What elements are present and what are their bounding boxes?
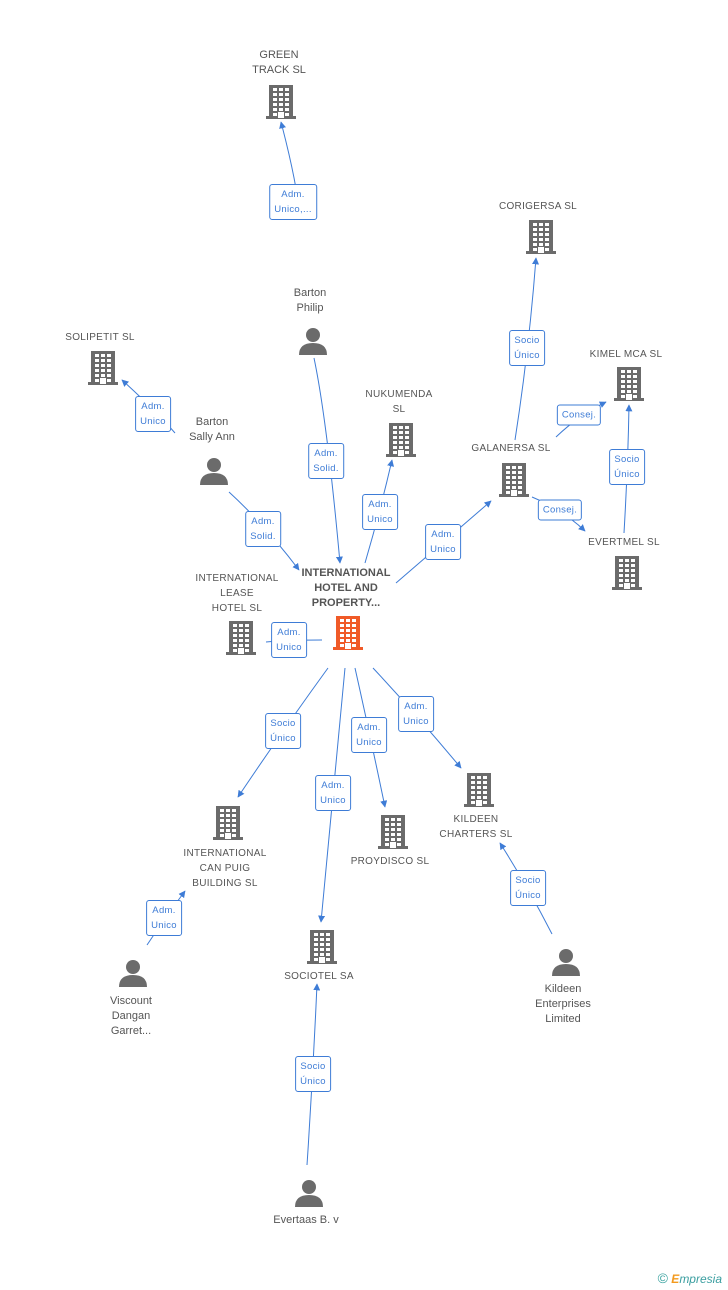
building-icon-sociotel[interactable] xyxy=(307,930,337,964)
edge-label-main-to-kildeen_charters[interactable]: Adm.Unico xyxy=(398,696,434,732)
edge-label-barton_philip-to-green_track[interactable]: Adm.Unico,... xyxy=(269,184,317,220)
edge-label-main-to-galanersa[interactable]: Adm.Unico xyxy=(425,524,461,560)
building-icon-solipetit[interactable] xyxy=(88,351,118,385)
footer-brand: © Empresia xyxy=(658,1270,722,1286)
edge-label-barton_philip-to-main[interactable]: Adm.Solid. xyxy=(308,443,344,479)
node-label-proydisco[interactable]: PROYDISCO SL xyxy=(350,856,430,867)
edge-label-main-to-proydisco[interactable]: Adm.Unico xyxy=(351,717,387,753)
building-icon-main[interactable] xyxy=(333,616,363,650)
node-label-galanersa[interactable]: GALANERSA SL xyxy=(471,443,551,454)
edge-label-galanersa-to-kimel[interactable]: Consej. xyxy=(556,404,602,426)
edge-label-main-to-intl_lease[interactable]: Adm.Unico xyxy=(271,622,307,658)
edge-label-barton_sally-to-main[interactable]: Adm.Solid. xyxy=(245,511,281,547)
node-label-solipetit[interactable]: SOLIPETIT SL xyxy=(65,332,135,343)
building-icon-proydisco[interactable] xyxy=(378,815,408,849)
node-label-corigersa[interactable]: CORIGERSA SL xyxy=(498,201,578,212)
building-icon-intl-lease[interactable] xyxy=(226,621,256,655)
copyright-symbol: © xyxy=(657,1270,668,1286)
person-icon-evertaas[interactable] xyxy=(295,1179,323,1207)
node-label-sociotel[interactable]: SOCIOTEL SA xyxy=(284,971,354,982)
building-icon-kimel[interactable] xyxy=(614,367,644,401)
person-icon-kildeen-ent[interactable] xyxy=(552,948,580,976)
building-icon-kildeen-charters[interactable] xyxy=(464,773,494,807)
building-icon-corigersa[interactable] xyxy=(526,220,556,254)
node-label-evertaas[interactable]: Evertaas B. v xyxy=(273,1214,339,1226)
building-icon-evertmel[interactable] xyxy=(612,556,642,590)
node-label-kimel[interactable]: KIMEL MCA SL xyxy=(589,349,663,360)
building-icon-green-track[interactable] xyxy=(266,85,296,119)
building-icon-galanersa[interactable] xyxy=(499,463,529,497)
person-icon-viscount[interactable] xyxy=(119,959,147,987)
edge-label-galanersa-to-evertmel[interactable]: Consej. xyxy=(537,499,583,521)
person-icon-barton-sally[interactable] xyxy=(200,457,228,485)
empresia-logo: Empresia xyxy=(671,1272,722,1286)
building-icon-nukumenda[interactable] xyxy=(386,423,416,457)
edge-label-viscount-to-intl_can_puig[interactable]: Adm.Unico xyxy=(146,900,182,936)
edge-label-main-to-nukumenda[interactable]: Adm.Unico xyxy=(362,494,398,530)
edge-barton_philip-to-main xyxy=(313,357,343,564)
building-icon-intl-can-puig[interactable] xyxy=(213,806,243,840)
person-icon-barton-philip[interactable] xyxy=(299,327,327,355)
edge-label-barton_sally-to-solipetit[interactable]: Adm.Unico xyxy=(135,396,171,432)
edge-label-main-to-sociotel[interactable]: Adm.Unico xyxy=(315,775,351,811)
node-label-evertmel[interactable]: EVERTMEL SL xyxy=(588,537,660,548)
